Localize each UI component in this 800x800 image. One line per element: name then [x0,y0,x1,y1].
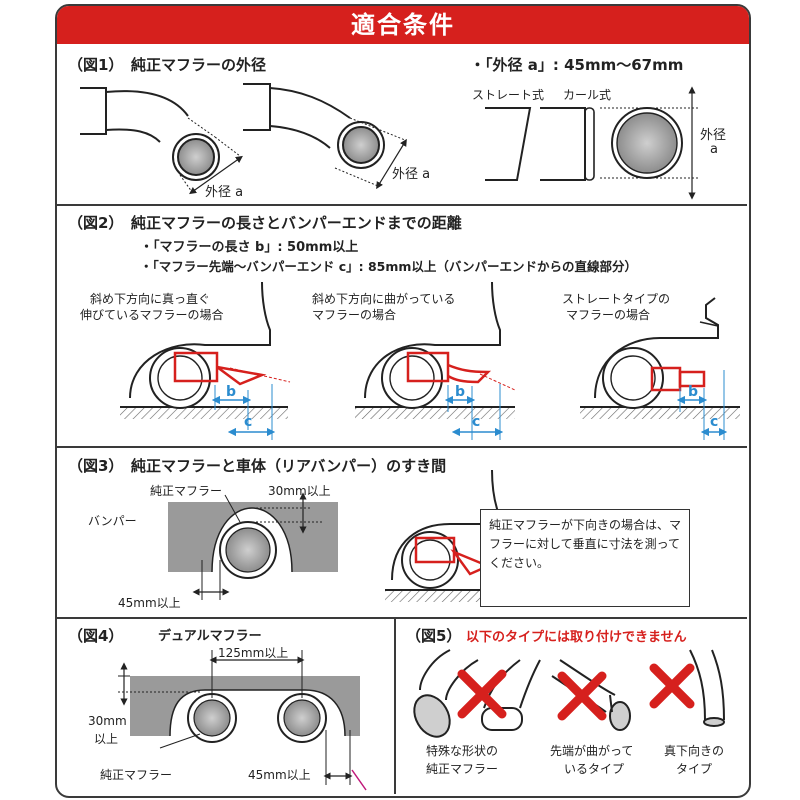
fig3-note: 純正マフラーが下向きの場合は、マフラーに対して垂直に寸法を測ってください。 [489,518,682,570]
fig1-bent-muffler-2 [243,83,407,190]
fig5-x-mark-2 [557,671,607,721]
fig5-straight-down [689,649,725,727]
fig1-heading: （図1） 純正マフラーの外径 [68,56,266,74]
fig4-muffler-label: 純正マフラー [100,768,173,782]
fig2-case2-line1: 斜め下方向に曲がっている [312,292,456,306]
fig2-case1-drawing [120,281,291,440]
fig2-case2-drawing [355,281,516,440]
fig4-gap-side: 45mm以上 [248,768,311,782]
fig1-dim-label-1: 外径 a [205,185,244,200]
fig2-cond-distance: ・「マフラー先端〜バンパーエンド c」: 85mm以上（バンパーエンドからの直線… [140,259,638,274]
fig2-case3-line2: マフラーの場合 [566,308,651,322]
fig5-x-mark-1 [457,669,507,719]
fig1-outer-label-2: a [710,142,718,157]
fig4-gap-top-1: 30mm [88,714,127,728]
fig2-case1-line1: 斜め下方向に真っ直ぐ [90,292,211,306]
fig3-bumper-label: バンパー [88,514,137,528]
divider-fig2-fig3 [57,446,747,448]
page-title: 適合条件 [351,11,455,39]
fig2-case2-label-b: b [455,384,466,400]
fig4-spacing: 125mm以上 [218,646,289,660]
fig1-straight-label: ストレート式 [472,88,545,102]
divider-fig1-fig2 [57,204,747,206]
fig1-curl-label: カール式 [563,88,612,102]
fig5-type2-line2: いるタイプ [564,762,625,776]
fig5-warning: 以下のタイプには取り付けできません [466,630,687,645]
divider-fig3-fig45 [57,617,747,619]
fig5-type3-line2: タイプ [676,762,713,776]
fig5-type1-line2: 純正マフラー [426,762,499,776]
fig5-type3-line1: 真下向きの [664,744,725,758]
fig2-case1-label-c: c [244,414,253,430]
fig2-case1-label-b: b [226,384,237,400]
fig3-muffler-label: 純正マフラー [150,484,223,498]
fig5-type1-line1: 特殊な形状の [426,744,499,758]
fig2-case3-label-b: b [688,384,699,400]
fig3-heading: （図3） 純正マフラーと車体（リアバンパー）のすき間 [68,457,447,475]
fig4-subheading: デュアルマフラー [158,629,262,644]
fig5-x-mark-3 [649,663,695,709]
fig3-side-diagram [385,469,521,602]
fig3-gap-bottom: 45mm以上 [118,596,181,610]
fig2-case3-label-c: c [710,414,719,430]
fig2-heading: （図2） 純正マフラーの長さとバンパーエンドまでの距離 [68,214,462,232]
title-banner [57,6,749,44]
fig2-cond-length: ・「マフラーの長さ b」: 50mm以上 [140,240,359,255]
fig1-condition: ・「外径 a」: 45mm〜67mm [470,56,684,74]
fig2-case3-line1: ストレートタイプの [562,292,671,306]
fig4-dual-diagram [118,650,367,791]
fig4-heading: （図4） [68,627,124,645]
fig2-case2-label-c: c [472,414,481,430]
fig5-heading: （図5） [406,627,462,645]
fig5-special-shape [413,649,541,738]
fig1-straight-and-curl [485,86,700,200]
fig3-bumper-diagram [168,492,338,600]
fig1-outer-label-1: 外径 [700,128,727,143]
fig2-case3-drawing [580,297,740,440]
fig1-bent-muffler-1 [80,87,243,195]
fig3-note-box: 純正マフラーが下向きの場合は、マフラーに対して垂直に寸法を測ってください。 [480,509,690,607]
fig2-case2-line2: マフラーの場合 [312,308,397,322]
fig5-type2-line1: 先端が曲がって [550,744,634,758]
fig4-gap-top-2: 以上 [94,732,119,746]
divider-fig4-fig5 [394,618,396,794]
fig3-gap-top: 30mm以上 [268,484,331,498]
fig1-dim-label-2: 外径 a [392,167,431,182]
fig2-case1-line2: 伸びているマフラーの場合 [80,308,224,322]
